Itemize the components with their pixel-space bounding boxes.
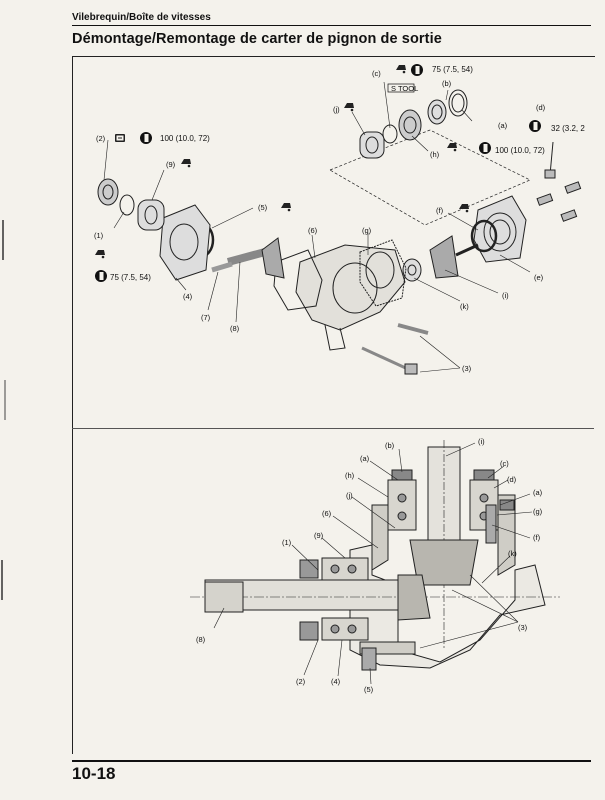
label-h: (h): [430, 150, 440, 159]
section-label-1: (1): [282, 538, 292, 547]
label-b: (b): [442, 79, 452, 88]
wrench-icon: [529, 120, 541, 132]
section-label-6: (6): [322, 509, 332, 518]
scan-binding-marks: [1, 220, 6, 600]
label-6: (6): [308, 226, 318, 235]
pin-7: [211, 261, 233, 273]
bearing-k: [402, 258, 422, 282]
label-j: (j): [333, 105, 340, 114]
label-c: (c): [372, 69, 381, 78]
page-title: Démontage/Remontage de carter de pignon …: [72, 31, 442, 47]
label-f: (f): [436, 206, 444, 215]
label-a: (a): [498, 121, 508, 130]
torque-d: 32 (3.2, 2: [551, 124, 585, 133]
section-label-j: (j): [346, 491, 353, 500]
label-k: (k): [460, 302, 469, 311]
section-label-h: (h): [345, 471, 355, 480]
section-label-d: (d): [507, 475, 517, 484]
footer-rule: [72, 760, 591, 762]
oil-icon: [95, 250, 105, 259]
oring-f: [470, 219, 498, 253]
torque-c: 75 (7.5, 54): [432, 65, 473, 74]
label-i: (i): [502, 291, 509, 300]
section-label-5: (5): [364, 685, 374, 694]
section-label-4: (4): [331, 677, 341, 686]
figure-divider: [72, 428, 594, 429]
gear-case: [295, 244, 406, 351]
housing-4: [159, 204, 211, 281]
label-9: (9): [166, 160, 176, 169]
exploded-view: [97, 81, 582, 375]
torque-h: 100 (10.0, 72): [495, 146, 545, 155]
section-label-i: (i): [478, 437, 485, 446]
oil-icon: [447, 143, 457, 152]
label-3: (3): [462, 364, 472, 373]
circlip-b: [448, 89, 468, 117]
tool-tag-box: [387, 83, 415, 93]
oil-icon: [181, 159, 191, 168]
pinion-shaft-8: [226, 237, 285, 279]
section-label-g: (g): [533, 507, 543, 516]
tool-tag: S TOOL: [391, 84, 418, 93]
figure-frame: [72, 56, 595, 754]
bearing-stack-c: [382, 99, 447, 144]
gasket-g: [359, 239, 407, 307]
label-e: (e): [534, 273, 544, 282]
oil-icon: [459, 204, 469, 213]
section-label-8: (8): [196, 635, 206, 644]
section-label-f: (f): [533, 533, 541, 542]
page-number: 10-18: [72, 764, 116, 783]
label-5: (5): [258, 203, 268, 212]
section-label-2: (2): [296, 677, 306, 686]
wrench-icon: [95, 270, 107, 282]
wrench-icon: [479, 142, 491, 154]
torque-left: 75 (7.5, 54): [110, 273, 151, 282]
header-rule: [72, 25, 591, 26]
section-label-k: (k): [508, 549, 517, 558]
section-label-b: (b): [385, 441, 395, 450]
mol-icon: [114, 133, 126, 143]
label-1: (1): [94, 231, 104, 240]
section-label-3: (3): [518, 623, 528, 632]
wrench-icon: [411, 64, 423, 76]
cover-bolts: [536, 181, 582, 222]
bolt-d: [544, 141, 556, 179]
section-header: Vilebrequin/Boîte de vitesses: [72, 12, 211, 23]
locknut-1-2: [97, 178, 135, 216]
label-d: (d): [536, 103, 546, 112]
section-view: [190, 440, 560, 685]
label-8: (8): [230, 324, 240, 333]
section-label-a: (a): [360, 454, 370, 463]
bevel-gear-i: [429, 235, 479, 279]
section-label-9: (9): [314, 531, 324, 540]
label-7: (7): [201, 313, 211, 322]
oil-icon: [396, 65, 406, 74]
bearing-9: [137, 199, 165, 231]
label-4: (4): [183, 292, 193, 301]
wrench-icon: [140, 132, 152, 144]
oil-icon: [281, 203, 291, 212]
gasket-6: [273, 249, 323, 311]
cover-e: [473, 195, 527, 263]
torque-2: 100 (10.0, 72): [160, 134, 210, 143]
label-g: (g): [362, 226, 372, 235]
section-label-c: (c): [500, 459, 509, 468]
label-2: (2): [96, 134, 106, 143]
oil-icon: [344, 103, 354, 112]
bolts-3: [361, 323, 429, 375]
section-label-a-right: (a): [533, 488, 543, 497]
bearing-j: [359, 131, 385, 159]
